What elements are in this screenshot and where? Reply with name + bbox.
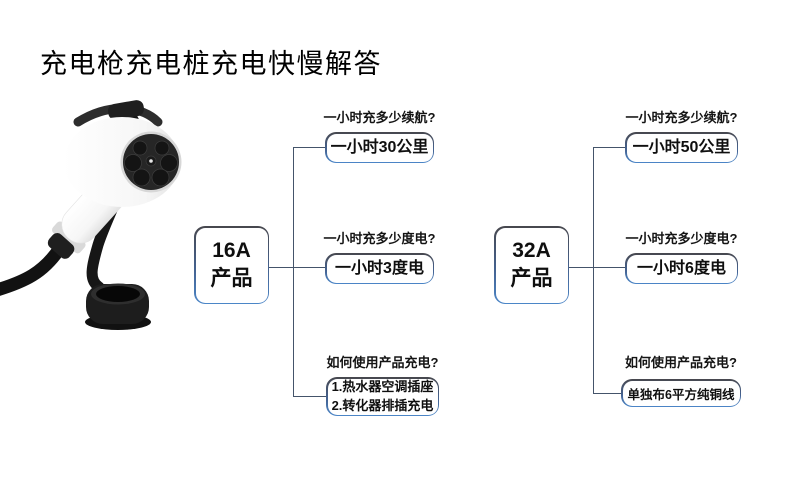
answer-node: 一小时6度电 (625, 253, 738, 284)
answer-node: 一小时50公里 (625, 132, 738, 163)
answer-node: 单独布6平方纯铜线 (621, 379, 741, 407)
answer-node: 一小时30公里 (325, 132, 434, 163)
answer-text-line2: 2.转化器排插充电 (331, 397, 434, 413)
connector-trunk-16a (293, 147, 295, 397)
answer-text: 一小时50公里 (632, 138, 731, 156)
ev-charging-gun-icon (0, 100, 182, 330)
answer-text: 一小时3度电 (335, 259, 424, 277)
question-label: 如何使用产品充电? (326, 355, 439, 370)
question-label: 一小时充多少续航? (323, 110, 436, 125)
product-node-32a: 32A 产品 (494, 226, 569, 304)
connector-branch1-16a (293, 147, 326, 149)
product-word-label: 产品 (210, 267, 253, 290)
product-word-label: 产品 (510, 267, 553, 290)
product-amp-label: 32A (512, 239, 551, 263)
answer-text: 一小时30公里 (330, 138, 429, 156)
product-node-16a: 16A 产品 (194, 226, 269, 304)
connector-trunk-32a (593, 147, 595, 394)
question-label: 如何使用产品充电? (625, 355, 737, 370)
question-label: 一小时充多少续航? (625, 110, 738, 125)
connector-branch3-16a (293, 395, 327, 397)
product-amp-label: 16A (212, 239, 251, 263)
answer-text: 一小时6度电 (637, 259, 726, 277)
page-title: 充电枪充电桩充电快慢解答 (40, 49, 382, 79)
answer-node: 一小时3度电 (325, 253, 434, 284)
connector-root-branch2-32a (568, 267, 626, 269)
answer-node: 1.热水器空调插座 2.转化器排插充电 (326, 377, 439, 416)
answer-text-line1: 1.热水器空调插座 (331, 379, 434, 395)
connector-root-branch2-16a (268, 267, 326, 269)
answer-text: 单独布6平方纯铜线 (627, 387, 735, 402)
connector-branch1-32a (593, 147, 626, 149)
question-label: 一小时充多少度电? (323, 231, 436, 246)
question-label: 一小时充多少度电? (625, 231, 738, 246)
connector-branch3-32a (593, 392, 622, 394)
charging-gun-figure (0, 100, 200, 365)
